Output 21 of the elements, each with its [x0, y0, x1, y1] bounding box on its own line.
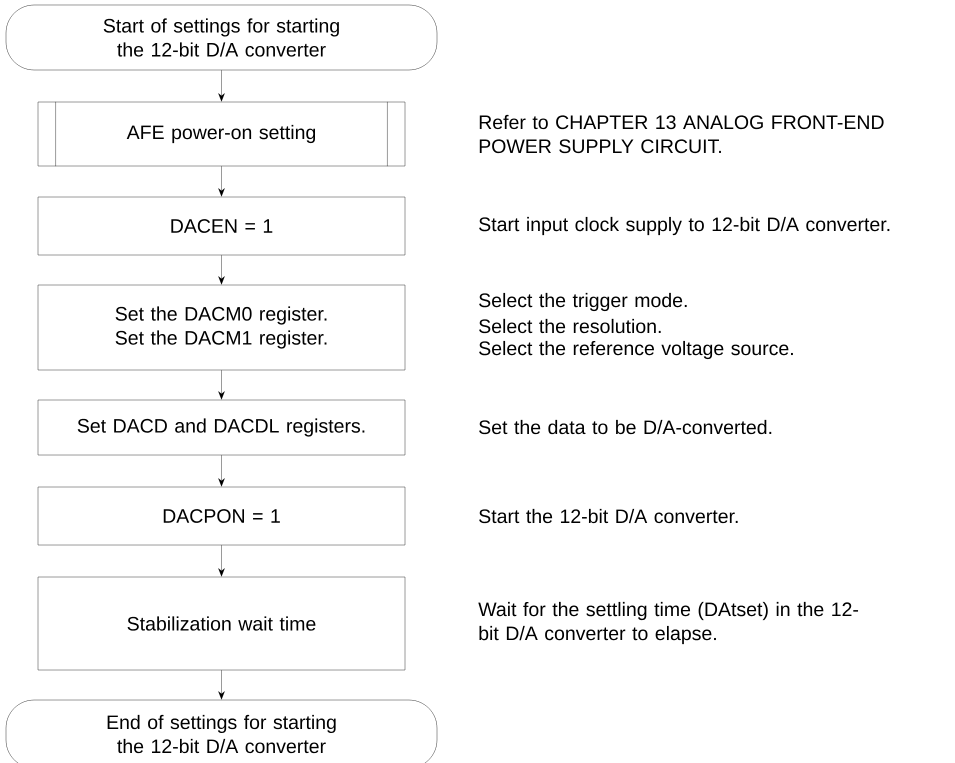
arrow — [218, 670, 225, 700]
arrow — [218, 455, 225, 486]
arrow — [218, 70, 225, 102]
note-text: Set the data to be D/A-converted. — [479, 420, 772, 434]
process-box: Stabilization wait time — [38, 576, 406, 670]
predefined-process-box: AFE power-on setting — [38, 102, 406, 166]
process-box: DACPON = 1 — [38, 486, 406, 546]
process-box: Set the DACM0 register. Set the DACM1 register. — [38, 284, 406, 370]
arrow — [218, 370, 225, 400]
note-text: Select the resolution. — [479, 318, 661, 334]
note-text: Wait for the settling time (DAtset) in the 12-bit D/A converter to elapse. — [478, 602, 858, 644]
process-box: Set DACD and DACDL registers. — [38, 400, 406, 456]
note-text: Start input clock supply to 12-bit D/A converter. — [479, 216, 890, 236]
process-box: DACEN = 1 — [38, 196, 406, 256]
note-text: Refer to CHAPTER 13 ANALOG FRONT-END POWER SUPPLY CIRCUIT. — [480, 114, 884, 154]
arrow — [218, 166, 225, 196]
arrow — [218, 545, 225, 576]
arrow — [218, 255, 225, 284]
note-text: Select the trigger mode. — [479, 292, 687, 312]
note-text: Start the 12-bit D/A converter. — [479, 508, 738, 524]
note-text: Select the reference voltage source. — [479, 340, 793, 360]
